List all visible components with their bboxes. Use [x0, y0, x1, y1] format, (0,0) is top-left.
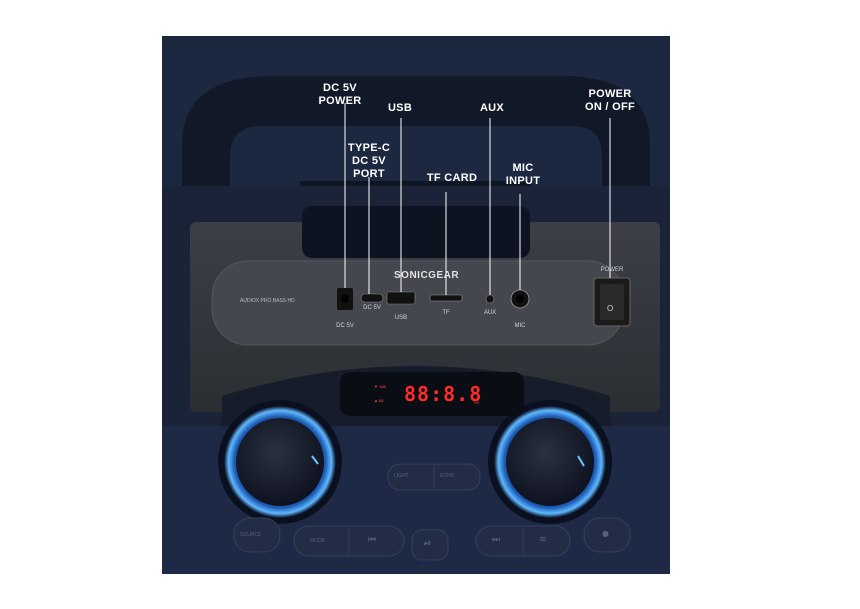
- source-button[interactable]: SOURCE: [240, 532, 262, 538]
- callout-power-switch-line2: ON / OFF: [584, 101, 636, 113]
- callout-mic: MIC INPUT: [506, 162, 541, 188]
- callout-dc-power-line1: DC 5V: [323, 82, 357, 94]
- callout-tf-card: TF CARD: [427, 172, 477, 185]
- previous-icon[interactable]: ⏮: [368, 535, 377, 545]
- callout-aux: AUX: [480, 102, 504, 115]
- callout-type-c-line2: DC 5V: [352, 155, 386, 167]
- power-switch-mark: O: [607, 304, 614, 313]
- callout-aux-line1: AUX: [479, 102, 505, 114]
- speaker-illustration: [162, 36, 670, 574]
- model-name: AUDIOX PRO: [240, 298, 272, 304]
- port-label-aux: AUX: [483, 310, 497, 316]
- led-indicator-top: ▼ 188: [374, 384, 386, 389]
- callout-type-c-line3: PORT: [353, 168, 385, 180]
- led-indicator-right: HZ: [474, 400, 480, 405]
- next-icon[interactable]: ⏭: [492, 535, 501, 545]
- port-label-tf: TF: [442, 310, 450, 316]
- callout-usb: USB: [388, 102, 412, 115]
- port-label-mic: MIC: [514, 323, 526, 329]
- port-label-typec: DC 5V: [363, 305, 381, 311]
- model-suffix: BASS HD: [272, 298, 295, 304]
- echo-button[interactable]: ECHO: [440, 473, 455, 479]
- light-button[interactable]: LIGHT: [394, 473, 409, 479]
- callout-type-c: TYPE-C DC 5V PORT: [348, 142, 390, 181]
- callout-dc-power: DC 5V POWER: [318, 82, 361, 108]
- led-indicator-left: ▲ 88: [374, 398, 384, 403]
- led-display: ▼ 188 ▲ 88 88:8.8 HZ: [374, 382, 490, 408]
- callout-mic-line2: INPUT: [505, 175, 541, 187]
- bluetooth-icon[interactable]: ≋: [539, 535, 547, 545]
- record-icon[interactable]: ●: [602, 529, 609, 538]
- port-label-usb: USB: [394, 315, 408, 321]
- model-label: AUDIOX PRO BASS HD: [240, 298, 295, 304]
- callout-usb-line1: USB: [387, 102, 413, 114]
- port-label-dc: DC 5V: [336, 323, 354, 329]
- callout-type-c-line1: TYPE-C: [347, 142, 391, 154]
- callout-power-switch-line1: POWER: [588, 88, 632, 100]
- callout-mic-line1: MIC: [512, 162, 534, 174]
- mode-button[interactable]: MODE: [310, 538, 325, 544]
- callout-dc-power-line2: POWER: [318, 95, 362, 107]
- play-pause-icon[interactable]: ⏯: [424, 539, 432, 549]
- led-digits: 88:8.8: [404, 382, 483, 406]
- callout-tf-card-line1: TF CARD: [426, 172, 478, 184]
- callout-power-switch: POWER ON / OFF: [585, 88, 635, 114]
- port-label-power: POWER: [600, 267, 624, 273]
- brand-logo: SONICGEAR: [394, 270, 460, 281]
- speaker-photo: SONICGEAR AUDIOX PRO BASS HD DC 5V DC 5V…: [162, 36, 670, 574]
